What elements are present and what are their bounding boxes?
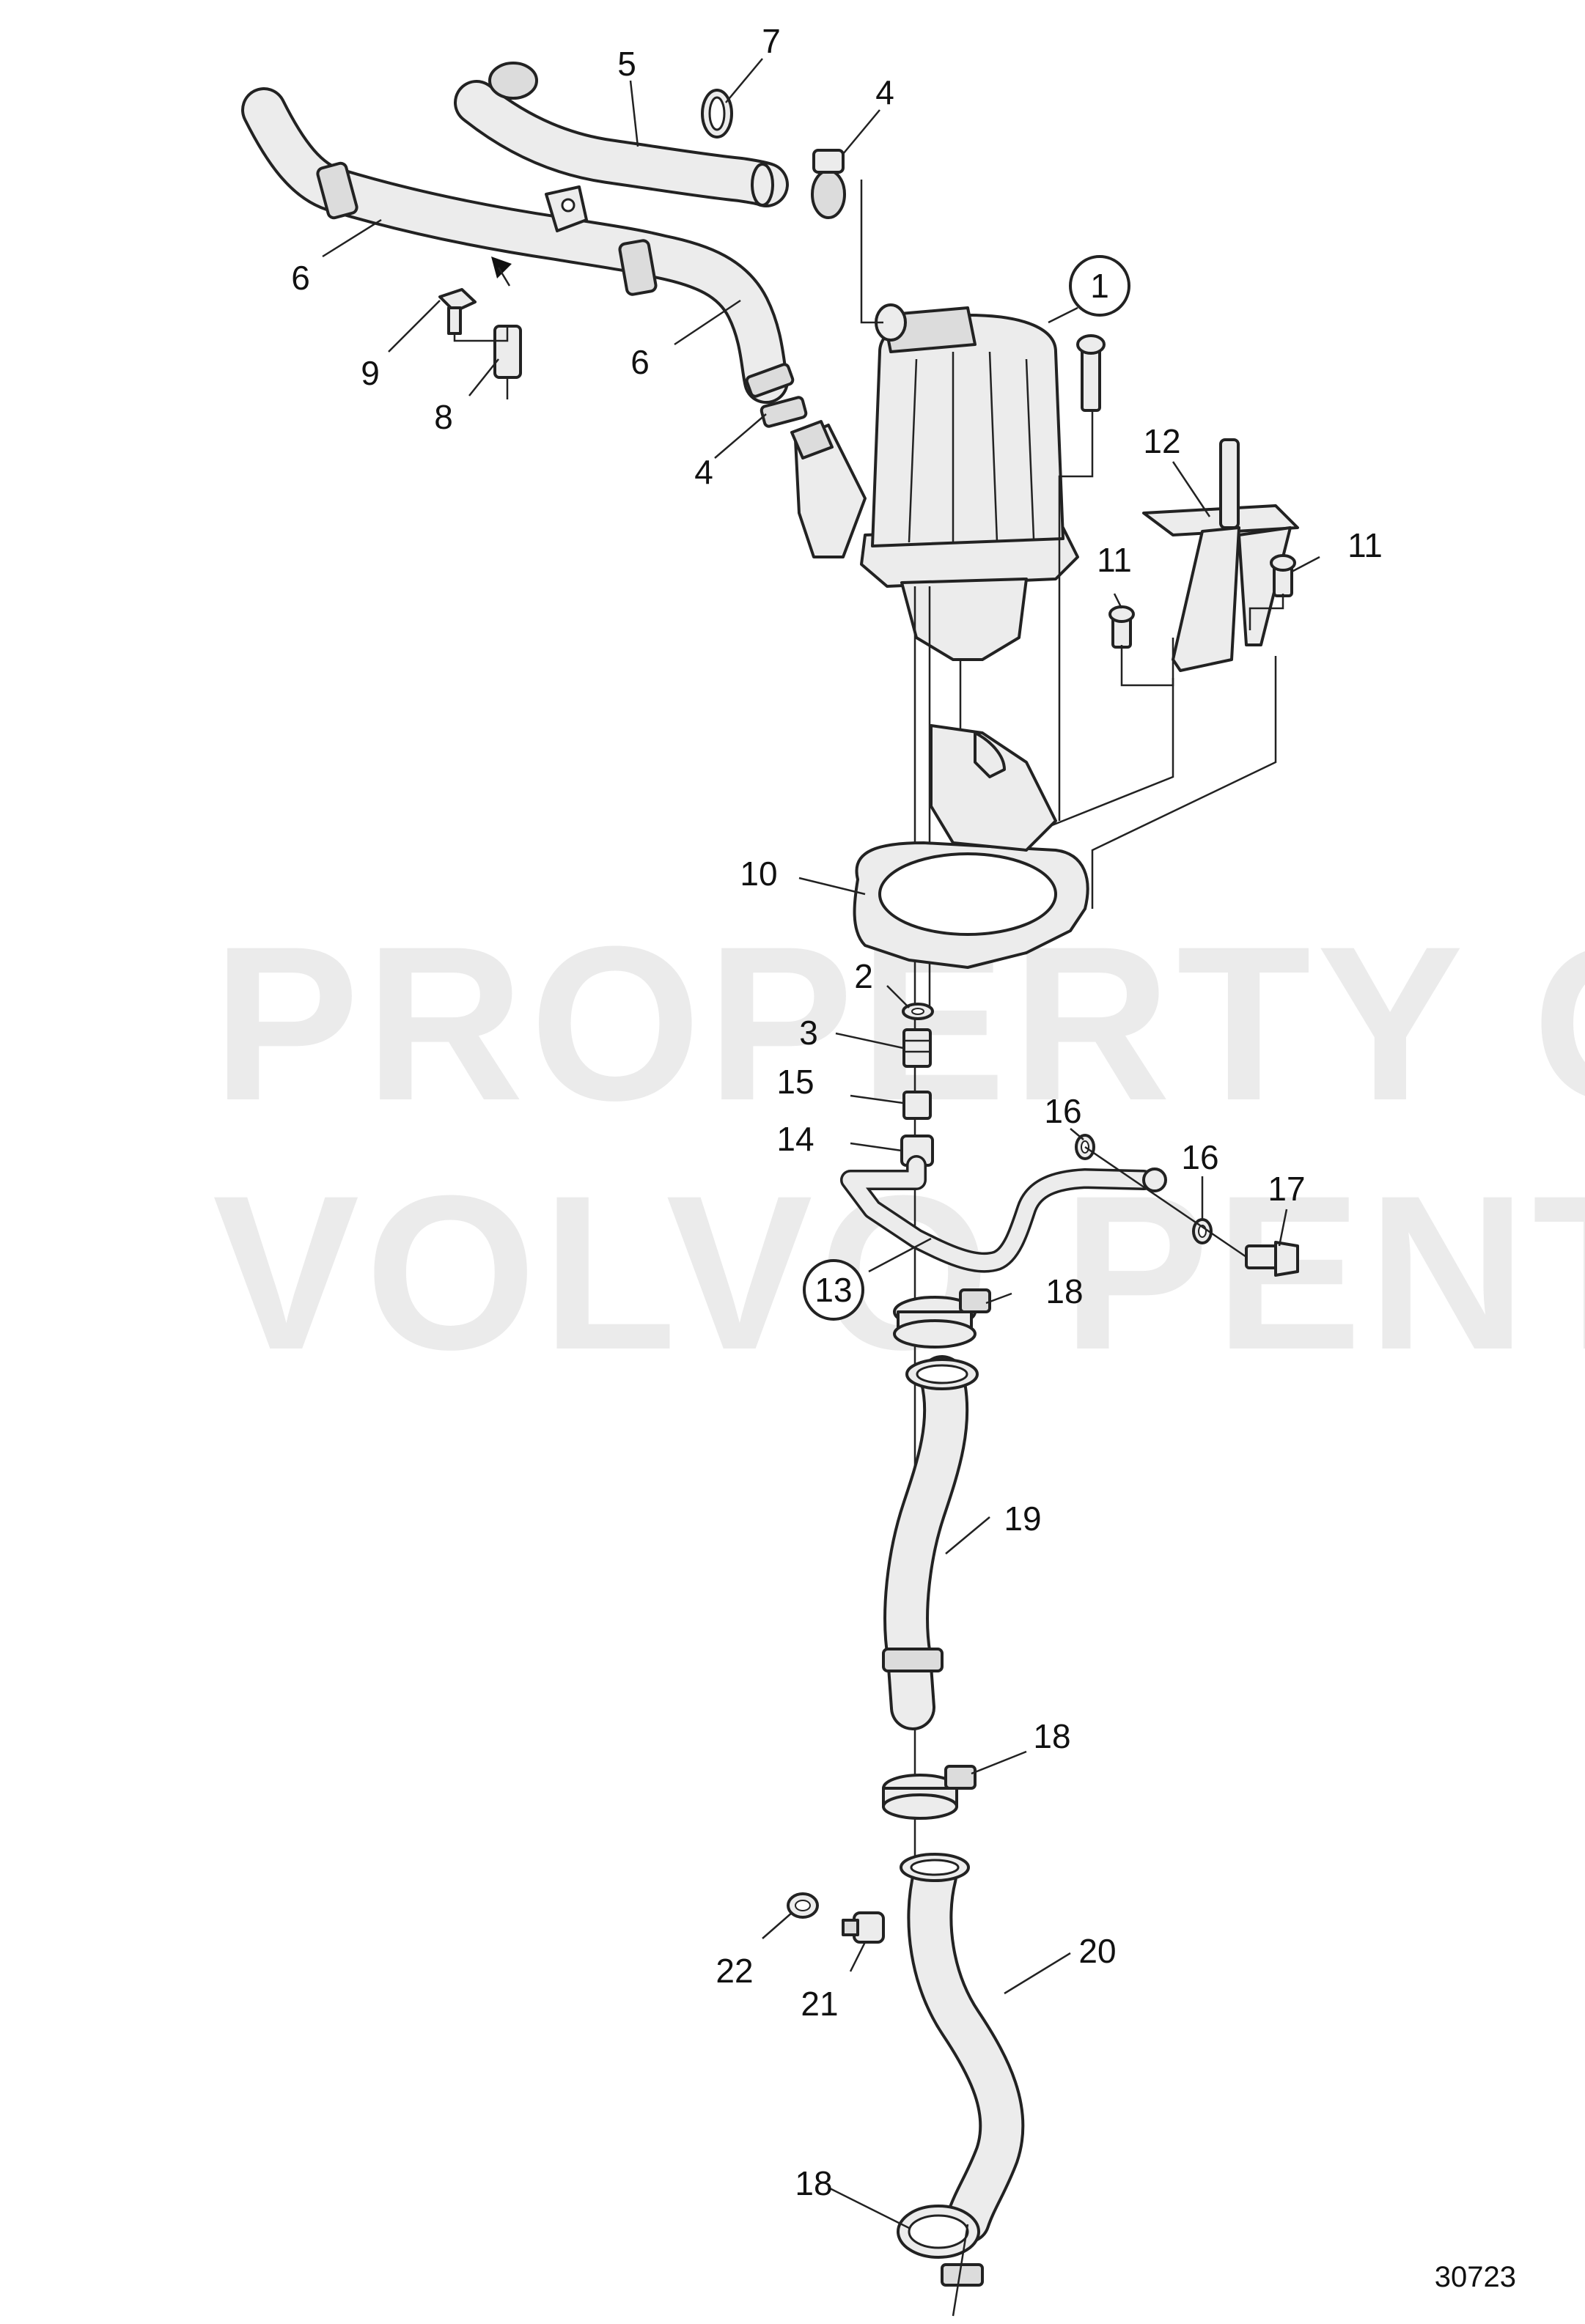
leader-lines — [322, 58, 1320, 2317]
hose-19 — [882, 1355, 979, 1730]
label-16-left: 16 — [1044, 1092, 1081, 1130]
label-4-upper: 4 — [875, 73, 894, 111]
label-10: 10 — [740, 855, 777, 893]
bolt-11-right — [1270, 554, 1296, 597]
part-15 — [902, 1091, 932, 1120]
label-1: 1 — [1090, 267, 1109, 305]
pipe-13 — [840, 1155, 1167, 1273]
hose-5 — [454, 62, 789, 207]
washer-2 — [902, 1003, 934, 1020]
callout-1: 1 — [1069, 255, 1130, 317]
clamp-18-bottom — [897, 2205, 984, 2287]
part-8 — [493, 325, 522, 399]
label-20: 20 — [1078, 1932, 1116, 1970]
clamp-18-middle — [882, 1765, 977, 1820]
label-18-bottom: 18 — [795, 2164, 832, 2202]
clamp-18-upper — [893, 1288, 991, 1349]
clamp-7 — [701, 89, 733, 139]
plug-21 — [842, 1911, 885, 1944]
label-21: 21 — [801, 1985, 838, 2023]
washer-22 — [787, 1892, 819, 1919]
label-8: 8 — [434, 398, 453, 436]
clamp-4-upper — [811, 149, 846, 219]
label-14: 14 — [776, 1120, 814, 1158]
label-11-right: 11 — [1347, 526, 1383, 564]
callout-13: 13 — [803, 1259, 864, 1321]
hose-20 — [900, 1853, 1025, 2243]
label-6-left: 6 — [291, 259, 310, 297]
part-labels: 5 7 4 6 6 9 8 4 12 11 11 10 2 3 15 14 16… — [291, 22, 1383, 2202]
hose-6 — [241, 87, 795, 404]
diagram-number: 30723 — [1435, 2261, 1516, 2293]
label-15: 15 — [776, 1063, 814, 1101]
label-3: 3 — [799, 1014, 818, 1052]
bolt-9 — [438, 288, 477, 335]
label-6-right: 6 — [630, 343, 650, 381]
label-11-left: 11 — [1097, 541, 1132, 579]
fitting-3 — [902, 1028, 932, 1068]
label-5: 5 — [617, 45, 636, 83]
label-2: 2 — [854, 957, 873, 995]
label-17: 17 — [1268, 1170, 1305, 1208]
label-22: 22 — [716, 1952, 753, 1990]
label-16-right: 16 — [1181, 1138, 1218, 1176]
label-18-upper: 18 — [1045, 1272, 1083, 1310]
label-19: 19 — [1004, 1499, 1041, 1538]
label-12: 12 — [1143, 422, 1180, 460]
label-18-middle: 18 — [1033, 1717, 1070, 1755]
label-9: 9 — [361, 354, 380, 392]
bolt-11-left — [1108, 605, 1135, 649]
bolt-pump — [1076, 334, 1106, 412]
label-13: 13 — [814, 1271, 852, 1309]
pump-1 — [790, 303, 1079, 661]
label-4-lower: 4 — [694, 453, 713, 491]
bracket-12 — [1142, 438, 1299, 672]
label-7: 7 — [762, 22, 781, 60]
plate-10 — [853, 724, 1089, 969]
